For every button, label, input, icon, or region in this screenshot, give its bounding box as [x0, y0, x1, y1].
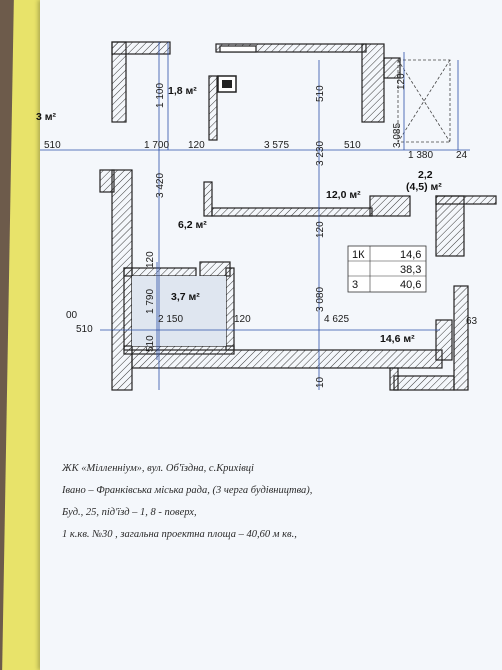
room-area-1: 1,8 м²	[168, 85, 197, 97]
project-caption: ЖК «Мілленніум», вул. Об'їздна, с.Крихів…	[62, 458, 492, 546]
dim-1790: 1 790	[145, 289, 156, 314]
caption-line-1: ЖК «Мілленніум», вул. Об'їздна, с.Крихів…	[62, 463, 254, 474]
dim-120-side: 120	[145, 251, 156, 268]
caption-line-3: Буд., 25, під'їзд – 1, 8 - поверх,	[62, 507, 197, 518]
dim-120-bath: 120	[234, 314, 251, 325]
dim-63: 63	[466, 316, 478, 327]
vertical-dimension-labels: 1 100 510 120 3 230 3 085 3 420 120 120 …	[145, 73, 407, 388]
room-bath-fill	[132, 276, 226, 346]
balcony-outline	[397, 59, 451, 143]
room-area-5: 14,6 м²	[380, 333, 415, 345]
dim-10: 10	[315, 376, 326, 388]
summary-table: 1К 14,6 38,3 3 40,6	[347, 245, 427, 293]
dim-1380: 1 380	[408, 150, 433, 161]
dim-00: 00	[66, 310, 78, 321]
summary-row-2-value: 38,3	[400, 264, 421, 276]
dim-2150: 2 150	[158, 314, 183, 325]
dim-510-bottom: 510	[145, 335, 156, 352]
dim-510-vert: 510	[315, 85, 326, 102]
summary-row-1-label: 1К	[352, 249, 365, 261]
dim-3575: 3 575	[264, 140, 289, 151]
room-labels: 1,8 м² 6,2 м² 12,0 м² 3,7 м² 14,6 м² 2,2…	[36, 85, 442, 345]
dim-120-c: 120	[315, 221, 326, 238]
summary-row-3-label: 3	[352, 279, 358, 291]
dim-1100: 1 100	[155, 83, 166, 108]
room-area-6-sub: (4,5) м²	[406, 181, 442, 193]
room-area-2: 6,2 м²	[178, 219, 207, 231]
walls	[99, 41, 497, 391]
caption-line-4: 1 к.кв. №30 , загальна проектна площа – …	[62, 529, 297, 540]
dim-24: 24	[456, 150, 468, 161]
room-area-4: 3,7 м²	[171, 291, 200, 303]
dim-4625: 4 625	[324, 314, 349, 325]
dim-120-top: 120	[188, 140, 205, 151]
paper-sheet: 1К 14,6 38,3 3 40,6 1,8 м² 6,2 м² 12,0 м…	[36, 0, 502, 670]
summary-row-3-value: 40,6	[400, 279, 421, 291]
summary-row-1-value: 14,6	[400, 249, 421, 261]
floor-plan: 1К 14,6 38,3 3 40,6 1,8 м² 6,2 м² 12,0 м…	[36, 41, 497, 391]
dim-510-low: 510	[76, 324, 93, 335]
dim-3230: 3 230	[315, 141, 326, 166]
dimension-lines	[40, 42, 470, 390]
dim-510-mid: 510	[344, 140, 361, 151]
vent-shaft-fill	[222, 80, 232, 88]
caption-line-2: Івано – Франківська міська рада, (3 черг…	[62, 485, 313, 496]
room-area-6: 2,2	[418, 169, 433, 181]
dimension-labels: 510 1 700 120 3 575 510 1 380 24 2 150 1…	[44, 140, 478, 335]
dim-3080: 3 080	[315, 287, 326, 312]
room-area-3: 12,0 м²	[326, 189, 361, 201]
dim-3085: 3 085	[392, 123, 403, 148]
room-area-cut: 3 м²	[36, 111, 57, 123]
dim-120-vert: 120	[396, 73, 407, 90]
dim-1700: 1 700	[144, 140, 169, 151]
dim-510-left: 510	[44, 140, 61, 151]
dim-3420: 3 420	[155, 173, 166, 198]
